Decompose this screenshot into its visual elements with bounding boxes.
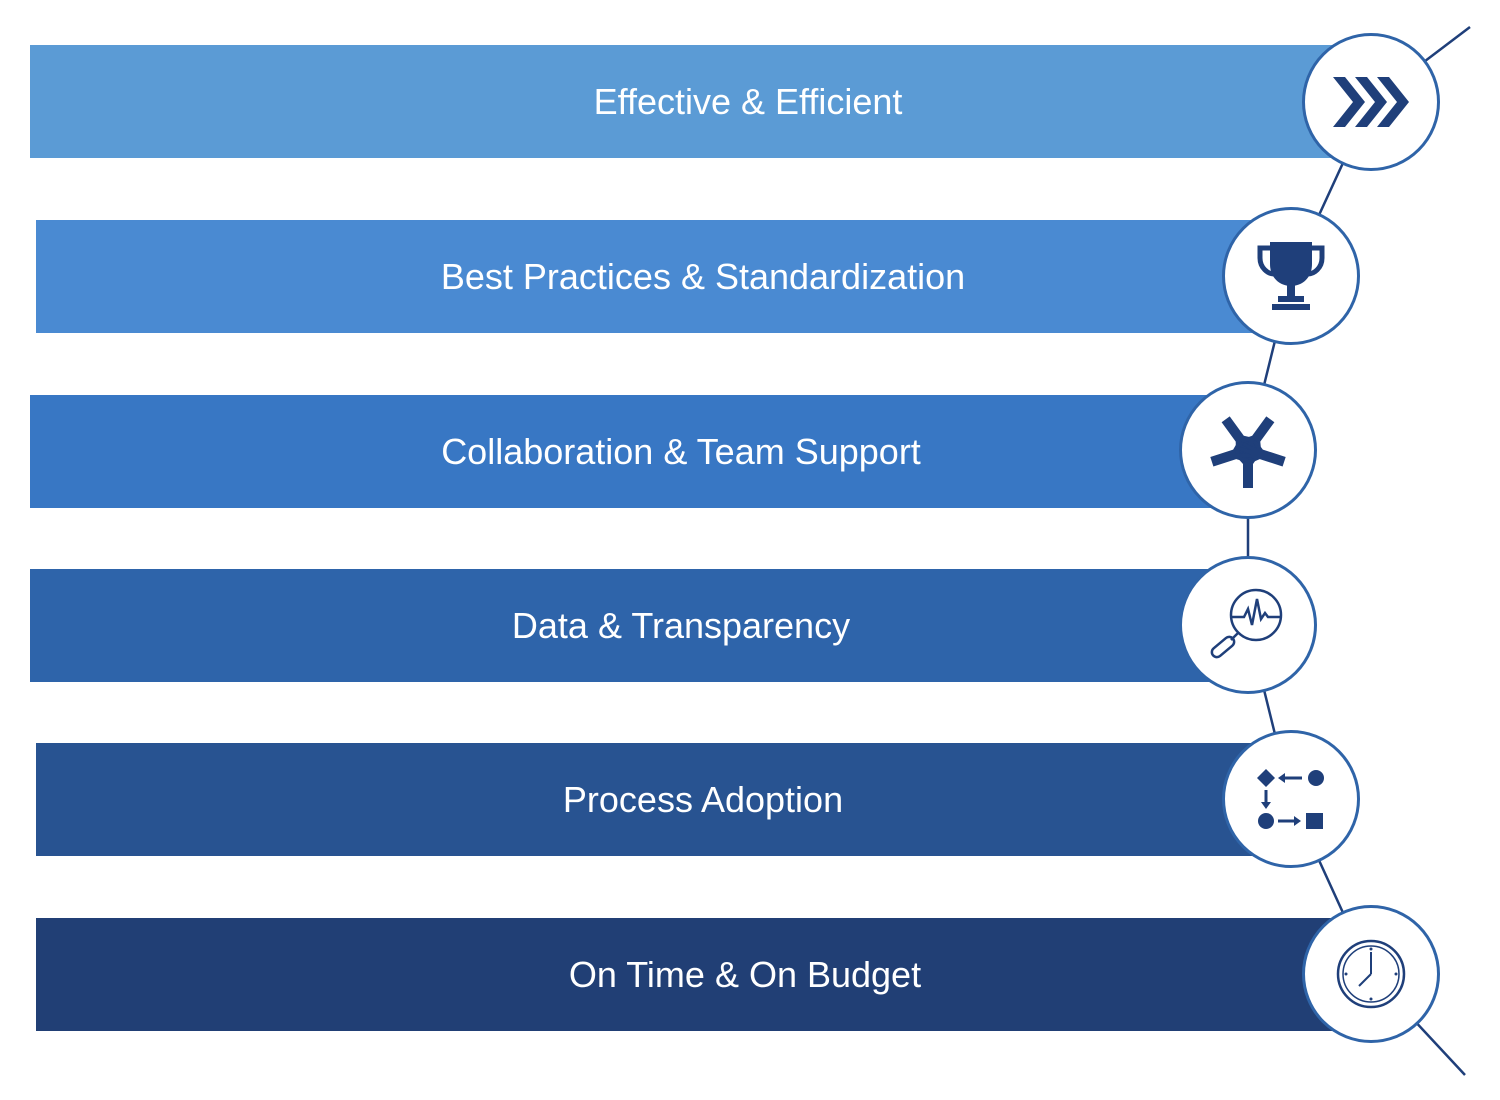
- bar-process-adoption: Process Adoption: [36, 743, 1291, 856]
- bar-collaboration: Collaboration & Team Support: [30, 395, 1248, 508]
- bar-label: Collaboration & Team Support: [441, 431, 921, 472]
- clock-icon: [1336, 939, 1406, 1009]
- process-flow-icon: [1257, 769, 1324, 829]
- icon-circle-5: [1222, 730, 1360, 868]
- bar-label: Best Practices & Standardization: [440, 256, 966, 297]
- chevrons-right-icon: [1333, 77, 1409, 127]
- icon-circle-4: [1179, 556, 1317, 694]
- bar-best-practices: Best Practices & Standardization: [36, 220, 1291, 333]
- trophy-icon: [1257, 242, 1325, 310]
- hands-circle-icon: [1207, 411, 1288, 488]
- icon-circle-3: [1179, 381, 1317, 519]
- bar-data-transparency: Data & Transparency: [30, 569, 1248, 682]
- bar-label: Process Adoption: [562, 779, 844, 820]
- magnifier-pulse-icon: [1210, 588, 1283, 659]
- bar-effective-efficient: Effective & Efficient: [30, 45, 1370, 158]
- bar-label: On Time & On Budget: [568, 954, 922, 995]
- icon-circle-6: [1302, 905, 1440, 1043]
- icon-circle-2: [1222, 207, 1360, 345]
- icon-circle-1: [1302, 33, 1440, 171]
- bar-label: Data & Transparency: [511, 605, 851, 646]
- bar-label: Effective & Efficient: [593, 81, 903, 122]
- bar-on-time-budget: On Time & On Budget: [36, 918, 1371, 1031]
